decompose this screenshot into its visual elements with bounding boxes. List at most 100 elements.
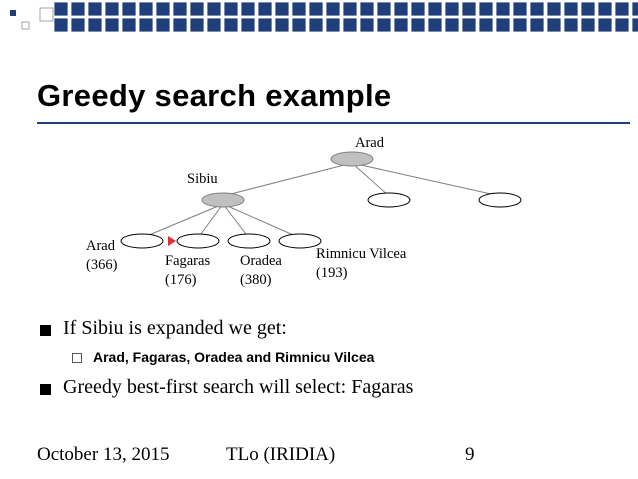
- header-square: [206, 17, 222, 33]
- edge-sibiu-rimnicu: [222, 203, 301, 239]
- header-square: [546, 17, 562, 33]
- header-square: [257, 17, 273, 33]
- header-square: [580, 1, 596, 17]
- header-square: [10, 10, 16, 16]
- child-h: (366): [86, 257, 118, 273]
- header-square: [87, 17, 103, 33]
- root-label: Arad: [355, 135, 384, 151]
- header-square: [495, 1, 511, 17]
- header-square: [257, 1, 273, 17]
- child-label-fagaras: Fagaras (176): [165, 252, 210, 290]
- node-child-rimnicu: [278, 233, 322, 249]
- header-square: [563, 1, 579, 17]
- bullet-text: Greedy best-first search will select: Fa…: [63, 376, 414, 398]
- header-square: [495, 17, 511, 33]
- header-square: [155, 1, 171, 17]
- header-square: [121, 1, 137, 17]
- header-square: [427, 1, 443, 17]
- selection-marker-icon: [168, 236, 176, 246]
- sub-bullet-text: Arad, Fagaras, Oradea and Rimnicu Vilcea: [93, 349, 375, 365]
- header-square: [478, 17, 494, 33]
- header-square: [529, 1, 545, 17]
- header-square: [529, 17, 545, 33]
- header-square: [274, 1, 290, 17]
- header-square: [444, 17, 460, 33]
- header-square: [155, 17, 171, 33]
- header-square: [597, 17, 613, 33]
- header-square: [614, 17, 630, 33]
- node-sibiu: [201, 192, 245, 208]
- header-square: [240, 17, 256, 33]
- search-tree: [120, 151, 522, 249]
- header-square: [291, 17, 307, 33]
- header-square: [410, 1, 426, 17]
- header-square: [240, 1, 256, 17]
- child-name: Oradea: [240, 253, 282, 269]
- node-unexpanded-2: [478, 192, 522, 208]
- bullet-text: If Sibiu is expanded we get:: [63, 317, 287, 339]
- header-pattern: [10, 1, 638, 33]
- header-square: [104, 17, 120, 33]
- child-name: Rimnicu Vilcea: [316, 246, 407, 262]
- header-square: [53, 17, 69, 33]
- header-square: [206, 1, 222, 17]
- header-square: [342, 1, 358, 17]
- header-square: [189, 17, 205, 33]
- bullet-square-icon: [40, 325, 51, 336]
- header-square: [172, 17, 188, 33]
- title-rule: [37, 122, 630, 124]
- edge-arad-n3: [351, 162, 501, 197]
- header-square: [580, 17, 596, 33]
- child-label-arad: Arad (366): [86, 237, 117, 275]
- header-square: [308, 17, 324, 33]
- slide-title: Greedy search example: [37, 78, 392, 113]
- child-name: Fagaras: [165, 253, 211, 269]
- header-square: [546, 1, 562, 17]
- child-label-rimnicu: Rimnicu Vilcea (193): [316, 245, 406, 283]
- header-square: [138, 1, 154, 17]
- header-square: [70, 17, 86, 33]
- header-square: [427, 17, 443, 33]
- header-square: [512, 1, 528, 17]
- node-unexpanded-1: [367, 192, 411, 208]
- edge-arad-sibiu: [222, 162, 353, 197]
- header-square: [291, 1, 307, 17]
- header-square: [461, 17, 477, 33]
- header-square: [223, 17, 239, 33]
- header-square: [410, 17, 426, 33]
- header-square: [631, 1, 638, 17]
- header-square: [597, 1, 613, 17]
- header-square: [325, 17, 341, 33]
- header-square: [376, 17, 392, 33]
- header-square: [631, 17, 638, 33]
- edge-sibiu-arad: [141, 203, 224, 239]
- node-arad-root: [330, 151, 374, 167]
- node-child-oradea: [227, 233, 271, 249]
- header-square: [512, 17, 528, 33]
- header-square: [376, 1, 392, 17]
- header-square: [563, 17, 579, 33]
- header-square: [104, 1, 120, 17]
- header-square: [53, 1, 69, 17]
- header-square: [87, 1, 103, 17]
- child-name: Arad: [86, 238, 115, 254]
- edge-sibiu-fagaras: [197, 203, 224, 239]
- bullet-square-icon: [40, 384, 51, 395]
- header-square: [393, 1, 409, 17]
- child-label-oradea: Oradea (380): [240, 252, 282, 290]
- header-square: [172, 1, 188, 17]
- header-square: [223, 1, 239, 17]
- header-square: [121, 17, 137, 33]
- header-square: [274, 17, 290, 33]
- header-square: [393, 17, 409, 33]
- header-square: [39, 7, 54, 22]
- header-square: [342, 17, 358, 33]
- child-h: (380): [240, 272, 272, 288]
- expanded-label: Sibiu: [187, 171, 218, 187]
- header-square: [444, 1, 460, 17]
- child-h: (193): [316, 265, 348, 281]
- edge-sibiu-oradea: [222, 203, 250, 239]
- header-square: [461, 1, 477, 17]
- tree-edges: [141, 162, 501, 239]
- header-square: [70, 1, 86, 17]
